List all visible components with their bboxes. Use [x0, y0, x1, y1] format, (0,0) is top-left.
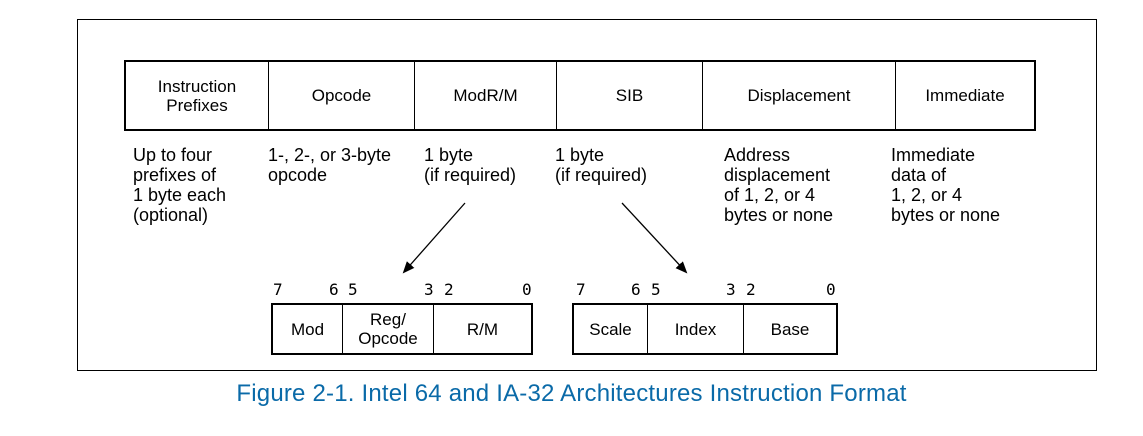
instruction-format-fields: Instruction Prefixes Opcode ModR/M SIB D… [124, 60, 1036, 131]
desc-prefixes: Up to four prefixes of 1 byte each (opti… [133, 145, 227, 225]
modrm-bit-0: 0 [522, 280, 532, 299]
modrm-bit-2: 2 [444, 280, 454, 299]
modrm-mod: Mod [273, 305, 343, 353]
modrm-reg-opcode: Reg/ Opcode [343, 305, 434, 353]
field-instruction-prefixes: Instruction Prefixes [126, 62, 269, 129]
field-modrm: ModR/M [415, 62, 557, 129]
modrm-bit-6: 6 [329, 280, 339, 299]
figure-frame [77, 19, 1097, 371]
sib-scale: Scale [574, 305, 648, 353]
modrm-arrow [402, 202, 466, 274]
sib-bit-0: 0 [826, 280, 836, 299]
desc-immediate: Immediate data of 1, 2, or 4 bytes or no… [891, 145, 1001, 225]
desc-displacement: Address displacement of 1, 2, or 4 bytes… [724, 145, 834, 225]
sib-bit-6: 6 [631, 280, 641, 299]
sib-arrow [621, 202, 688, 274]
field-immediate: Immediate [925, 86, 1005, 105]
modrm-bit-3: 3 [424, 280, 434, 299]
sib-index: Index [648, 305, 744, 353]
sib-byte: Scale Index Base [572, 303, 838, 355]
modrm-rm: R/M [466, 319, 499, 339]
sib-base: Base [770, 319, 810, 339]
sib-bit-3: 3 [726, 280, 736, 299]
field-displacement: Displacement [703, 62, 896, 129]
desc-opcode: 1-, 2-, or 3-byte opcode [268, 145, 392, 185]
field-sib: SIB [557, 62, 703, 129]
modrm-bit-7: 7 [273, 280, 283, 299]
sib-bit-5: 5 [651, 280, 661, 299]
modrm-bit-5: 5 [348, 280, 358, 299]
sib-bit-7: 7 [576, 280, 586, 299]
sib-bit-2: 2 [746, 280, 756, 299]
figure-caption: Figure 2-1. Intel 64 and IA-32 Architect… [236, 380, 907, 407]
field-opcode: Opcode [269, 62, 415, 129]
desc-sib: 1 byte (if required) [555, 145, 648, 185]
desc-modrm: 1 byte (if required) [424, 145, 517, 185]
modrm-byte: Mod Reg/ Opcode R/M [271, 303, 533, 355]
